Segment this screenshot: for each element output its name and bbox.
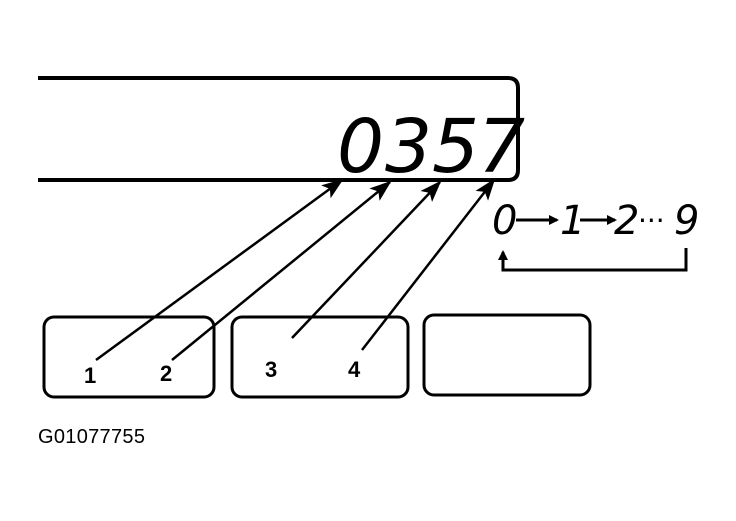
display-digit-3: 5	[432, 104, 479, 190]
label-3: 3	[265, 357, 277, 382]
leader-arrow-1	[95, 178, 344, 362]
sequence-end: 9	[674, 198, 699, 244]
leader-arrow-2	[171, 180, 392, 361]
button-right	[422, 313, 592, 397]
display-digit-2: 3	[385, 104, 432, 190]
sequence-third: 2	[614, 198, 639, 244]
leader-arrow-4	[361, 178, 496, 351]
leader-arrow-3	[291, 180, 442, 339]
sequence-start: 0	[492, 198, 517, 244]
label-2: 2	[160, 361, 172, 386]
sequence-return-loop	[498, 248, 688, 272]
label-1: 1	[84, 363, 96, 388]
button-left	[42, 315, 216, 399]
display-panel	[38, 76, 520, 182]
figure-id: G01077755	[38, 426, 146, 448]
sequence-dots: ···	[638, 204, 665, 237]
button-middle	[230, 315, 410, 399]
display-digit-1: 0	[337, 104, 384, 190]
label-4: 4	[348, 357, 361, 382]
display-digit-4: 7	[478, 104, 525, 190]
